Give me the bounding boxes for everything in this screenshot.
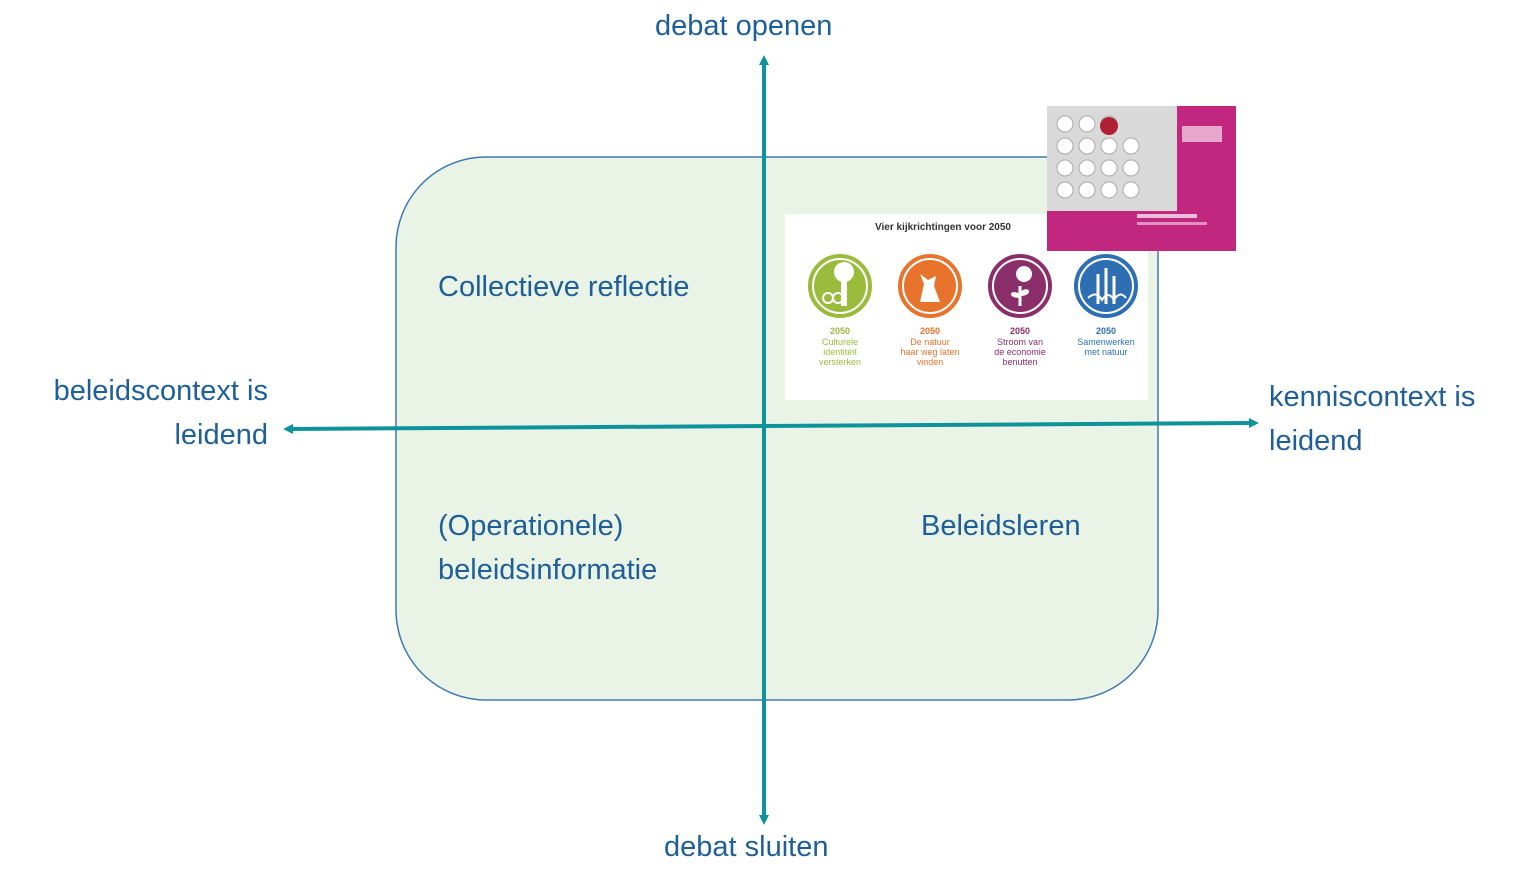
- item-year: 2050: [919, 326, 941, 337]
- kijkrichting-item: 2050 De natuur haar weg laten vinden: [891, 254, 969, 368]
- quadrant-label-beleidsinformatie: (Operationele) beleidsinformatie: [438, 510, 658, 586]
- axis-label-left: beleidscontext is leidend: [53, 375, 268, 451]
- axis-label-bottom: debat sluiten: [664, 831, 829, 863]
- tree-bicycle-icon: [808, 254, 872, 318]
- horizontal-axis-left: [283, 423, 765, 434]
- quadrant-label-beleidsleren: Beleidsleren: [921, 510, 1081, 542]
- quadrant-label-collectieve-reflectie: Collectieve reflectie: [438, 271, 690, 303]
- item-text: Stroom van de economie benutten: [994, 336, 1046, 368]
- report-cover-thumbnail: [1047, 106, 1236, 251]
- report-cover-image: [1047, 106, 1236, 251]
- item-text: De natuur haar weg laten vinden: [900, 336, 960, 368]
- item-year: 2050: [1009, 326, 1031, 337]
- infographic-card: Vier kijkrichtingen voor 2050 2050 Cultu…: [785, 214, 1148, 400]
- reed-water-icon: [1074, 254, 1138, 318]
- horizontal-axis-right: [763, 418, 1259, 429]
- axis-label-top: debat openen: [655, 10, 833, 42]
- kijkrichting-item: 2050 Culturele identiteit versterken: [801, 254, 879, 368]
- wolf-icon: [898, 254, 962, 318]
- infographic-title: Vier kijkrichtingen voor 2050: [875, 222, 1011, 233]
- axis-label-right: kenniscontext is leidend: [1269, 381, 1476, 457]
- item-text: Culturele identiteit versterken: [818, 336, 862, 368]
- item-year: 2050: [1095, 326, 1117, 337]
- kijkrichting-item: 2050 Samenwerken met natuur: [1067, 254, 1145, 357]
- item-text: Samenwerken met natuur: [1077, 336, 1135, 358]
- kijkrichting-item: 2050 Stroom van de economie benutten: [981, 254, 1059, 368]
- item-year: 2050: [829, 326, 851, 337]
- euro-plant-icon: [988, 254, 1052, 318]
